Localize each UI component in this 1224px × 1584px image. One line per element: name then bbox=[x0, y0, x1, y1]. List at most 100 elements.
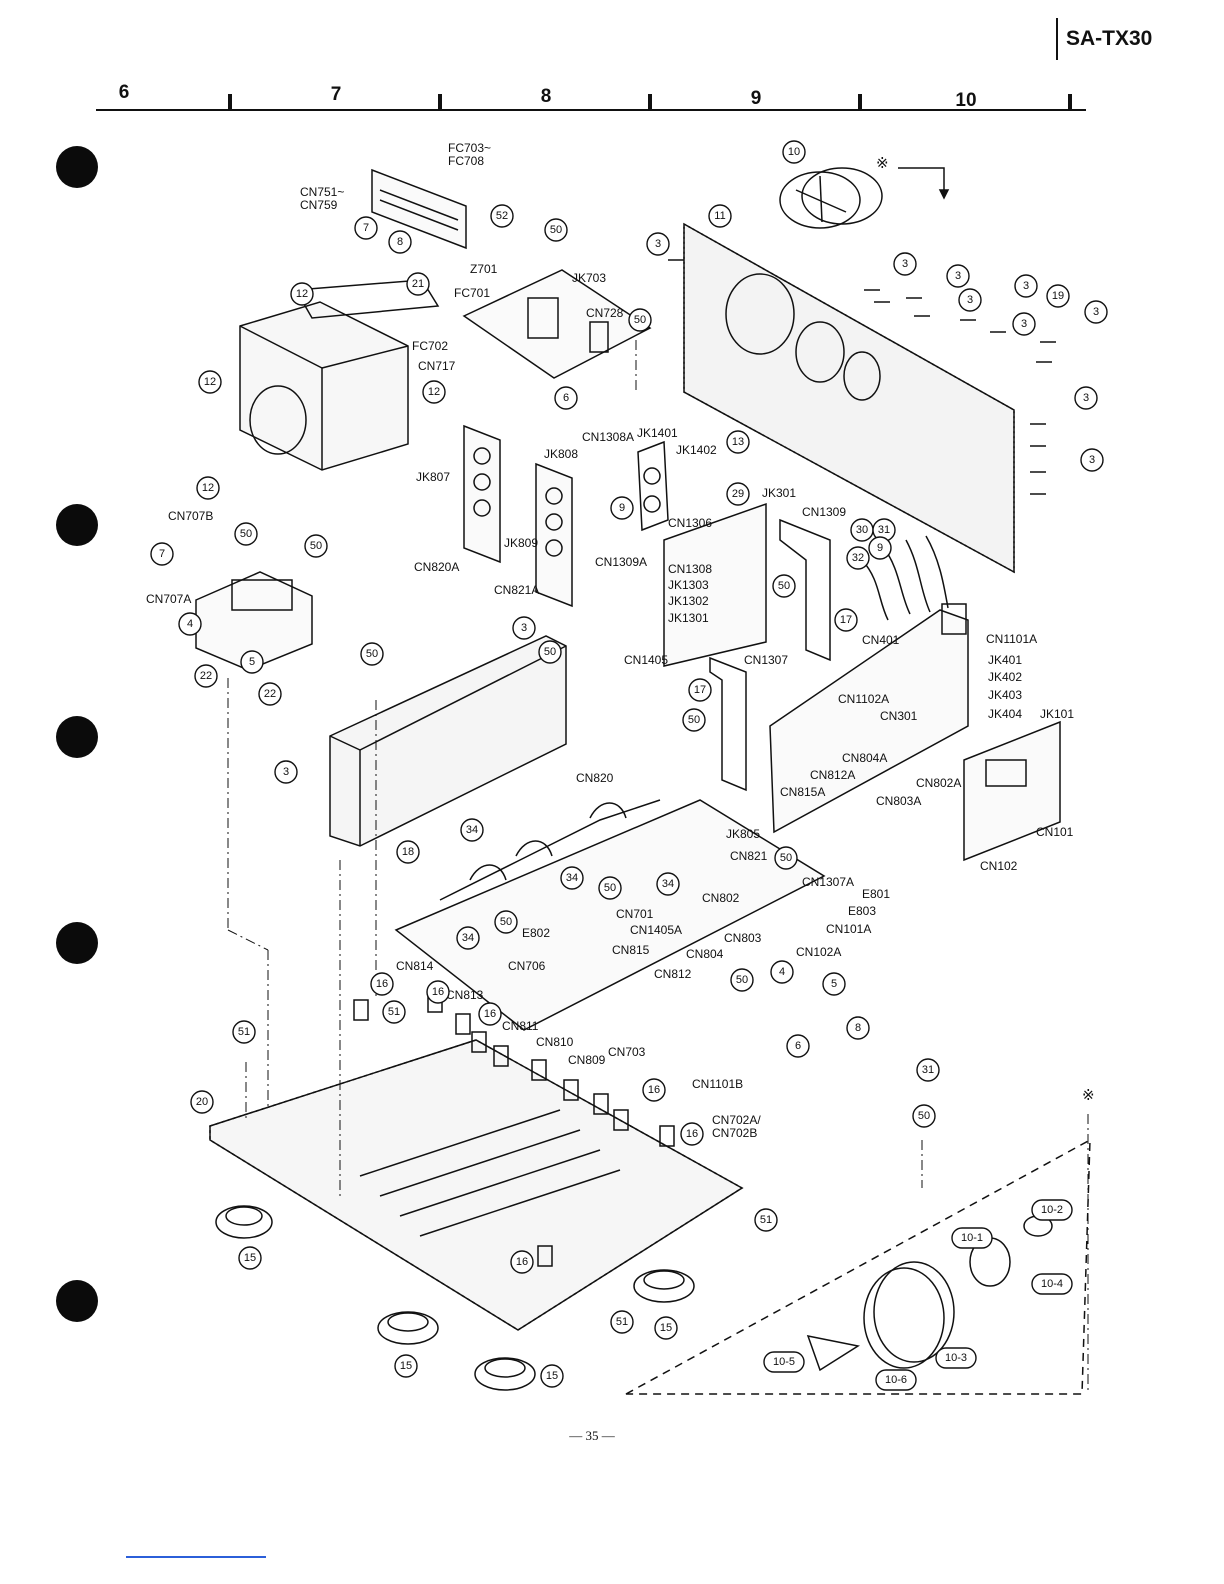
callout-number: 6 bbox=[795, 1040, 801, 1052]
main-pcb bbox=[394, 799, 826, 1031]
label-jk1303: JK1303 bbox=[668, 578, 709, 592]
callout-number: 15 bbox=[546, 1370, 558, 1382]
label-jk703: JK703 bbox=[572, 271, 606, 285]
label-cn102a: CN102A bbox=[796, 945, 841, 959]
callout-number: 31 bbox=[878, 524, 890, 536]
ref-arrow-top bbox=[898, 167, 945, 196]
callout-number: 30 bbox=[856, 524, 868, 536]
label-cn802: CN802 bbox=[702, 891, 740, 905]
label-cn809: CN809 bbox=[568, 1053, 606, 1067]
callout-p7: 7 bbox=[354, 216, 378, 240]
fc-connector-board bbox=[371, 168, 467, 250]
label-jk1301: JK1301 bbox=[668, 611, 709, 625]
callout-number: 3 bbox=[1083, 392, 1089, 404]
label-cn1101a: CN1101A bbox=[986, 632, 1037, 646]
callout-p16: 16 bbox=[370, 972, 394, 996]
callout-number: 10 bbox=[788, 146, 800, 158]
callout-p34: 34 bbox=[656, 872, 680, 896]
callout-number: 9 bbox=[877, 542, 883, 554]
label-cn1307: CN1307 bbox=[744, 653, 788, 667]
callout-number: 50 bbox=[778, 580, 790, 592]
label-e803: E803 bbox=[848, 904, 876, 918]
callout-number: 17 bbox=[840, 614, 852, 626]
label-cn1308: CN1308 bbox=[668, 562, 712, 576]
callout-number: 17 bbox=[694, 684, 706, 696]
label-cn821: CN821 bbox=[730, 849, 768, 863]
callout-p50: 50 bbox=[304, 534, 328, 558]
callout-p34: 34 bbox=[456, 926, 480, 950]
power-transformer bbox=[239, 279, 440, 471]
label-cn707b: CN707B bbox=[168, 509, 213, 523]
label-cn812: CN812 bbox=[654, 967, 692, 981]
callout-number: 12 bbox=[428, 386, 440, 398]
callout-p3: 3 bbox=[1074, 386, 1098, 410]
label-cn1101b: CN1101B bbox=[692, 1077, 743, 1091]
part-labels: FC703~FC708 CN751~CN759 Z701 FC701 FC702… bbox=[146, 141, 1095, 1140]
callout-number: 20 bbox=[196, 1096, 208, 1108]
callout-p51: 51 bbox=[232, 1020, 256, 1044]
callout-number: 50 bbox=[550, 224, 562, 236]
callout-p5: 5 bbox=[240, 650, 264, 674]
callout-number: 3 bbox=[967, 294, 973, 306]
grid-ruler bbox=[96, 94, 1086, 111]
callout-p50: 50 bbox=[682, 708, 706, 732]
label-cn813: CN813 bbox=[446, 988, 484, 1002]
callout-p10-6: 10-6 bbox=[875, 1369, 917, 1391]
jk807-terminal bbox=[463, 424, 501, 564]
spacers bbox=[353, 991, 675, 1267]
callout-number: 32 bbox=[852, 552, 864, 564]
callout-number: 6 bbox=[563, 392, 569, 404]
label-jk401: JK401 bbox=[988, 653, 1022, 667]
label-cn707a: CN707A bbox=[146, 592, 191, 606]
bracket-17-lower bbox=[709, 656, 747, 792]
callout-number: 12 bbox=[202, 482, 214, 494]
callout-p9: 9 bbox=[868, 536, 892, 560]
callout-number: 3 bbox=[902, 258, 908, 270]
label-jk805: JK805 bbox=[726, 827, 760, 841]
callout-p10-2: 10-2 bbox=[1031, 1199, 1073, 1221]
callout-p20: 20 bbox=[190, 1090, 214, 1114]
callout-p50: 50 bbox=[912, 1104, 936, 1128]
label-cn804: CN804 bbox=[686, 947, 724, 961]
grid-col-6: 6 bbox=[119, 82, 130, 103]
callout-number: 50 bbox=[310, 540, 322, 552]
callout-p19: 19 bbox=[1046, 284, 1070, 308]
callout-number: 7 bbox=[363, 222, 369, 234]
label-fc702: FC702 bbox=[412, 339, 448, 353]
model-number: SA-TX30 bbox=[1056, 18, 1186, 60]
label-jk404: JK404 bbox=[988, 707, 1022, 721]
callout-p31: 31 bbox=[872, 518, 896, 542]
callout-number: 22 bbox=[200, 670, 212, 682]
binding-hole-2 bbox=[56, 504, 98, 546]
callout-number: 13 bbox=[732, 436, 744, 448]
callout-number: 15 bbox=[244, 1252, 256, 1264]
callout-number: 50 bbox=[688, 714, 700, 726]
callout-p50: 50 bbox=[234, 522, 258, 546]
label-jk1302: JK1302 bbox=[668, 594, 709, 608]
jk101-board bbox=[963, 720, 1061, 862]
label-cn102: CN102 bbox=[980, 859, 1018, 873]
callout-number: 10-1 bbox=[961, 1232, 983, 1244]
callout-number: 16 bbox=[376, 978, 388, 990]
label-cn1309: CN1309 bbox=[802, 505, 846, 519]
label-cn401: CN401 bbox=[862, 633, 900, 647]
label-cn728: CN728 bbox=[586, 306, 624, 320]
callout-number: 52 bbox=[496, 210, 508, 222]
callout-number: 16 bbox=[484, 1008, 496, 1020]
label-fc701: FC701 bbox=[454, 286, 490, 300]
label-cn1308a: CN1308A bbox=[582, 430, 634, 444]
callout-number: 50 bbox=[500, 916, 512, 928]
callout-p3: 3 bbox=[1012, 312, 1036, 336]
label-cn1307a: CN1307A bbox=[802, 875, 854, 889]
callout-number: 3 bbox=[1023, 280, 1029, 292]
callout-p3: 3 bbox=[646, 232, 670, 256]
label-cn810: CN810 bbox=[536, 1035, 574, 1049]
callout-p16: 16 bbox=[642, 1078, 666, 1102]
grid-col-9: 9 bbox=[751, 88, 762, 109]
jk703-board bbox=[462, 269, 652, 379]
callout-p18: 18 bbox=[396, 840, 420, 864]
fan-exploded bbox=[625, 1138, 1091, 1395]
callout-number: 22 bbox=[264, 688, 276, 700]
callout-p16: 16 bbox=[478, 1002, 502, 1026]
